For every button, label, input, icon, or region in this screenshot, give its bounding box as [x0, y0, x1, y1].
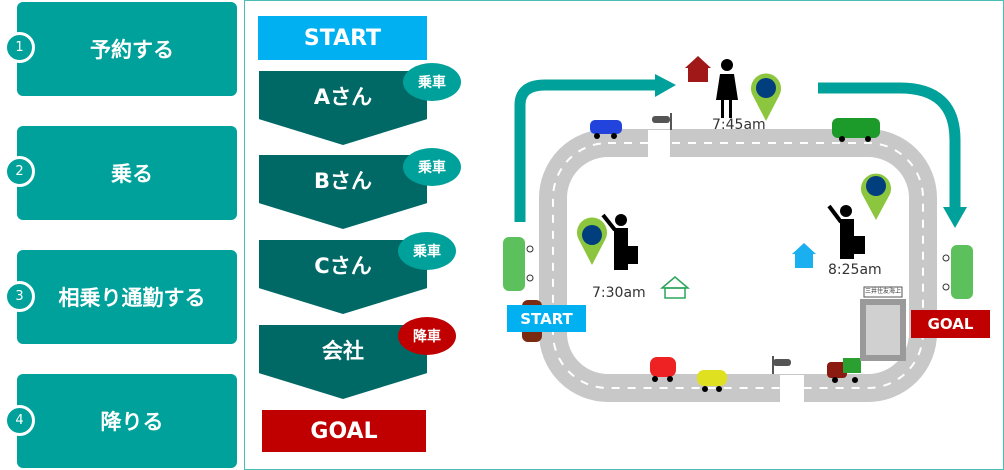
pickup-time: 8:25am	[828, 262, 882, 278]
road-lane-marks	[552, 142, 924, 389]
step-number: 1	[4, 32, 35, 63]
person-icon	[716, 59, 738, 118]
car-icon	[697, 370, 727, 392]
person-icon	[601, 213, 638, 270]
crosswalk	[780, 375, 804, 403]
step-label: 相乗り通勤する	[58, 286, 206, 310]
board-badge: 乗車	[403, 63, 461, 101]
route-arrow	[818, 82, 961, 210]
car-icon	[650, 357, 676, 382]
bus-stop-pin-icon	[861, 173, 892, 220]
step-number: 3	[4, 281, 35, 312]
person-icon	[827, 204, 865, 259]
map-goal-label: GOAL	[911, 310, 990, 338]
step-3: 相乗り通勤する	[17, 250, 237, 344]
arrow-head	[943, 207, 967, 228]
office-building-icon	[860, 286, 906, 361]
car-icon	[503, 237, 534, 291]
car-icon	[590, 120, 622, 139]
step-1: 予約する	[17, 2, 237, 96]
car-icon	[942, 245, 973, 299]
house-icon	[685, 56, 711, 82]
route-arrow	[514, 79, 660, 222]
crosswalk	[648, 130, 670, 157]
flow-start: START	[258, 16, 427, 60]
map-start-label: START	[507, 305, 586, 332]
building-sign: 三井住友海上	[864, 288, 901, 295]
step-number: 2	[4, 156, 35, 187]
arrow-head	[655, 74, 676, 97]
truck-icon	[827, 358, 861, 383]
pickup-time: 7:45am	[712, 117, 766, 133]
traffic-light-icon	[772, 356, 791, 374]
step-number: 4	[4, 405, 35, 436]
bus-stop-pin-icon	[751, 73, 781, 121]
traffic-light-icon	[652, 113, 672, 130]
step-2: 乗る	[17, 126, 237, 220]
alight-badge: 降車	[398, 317, 456, 355]
board-badge: 乗車	[403, 148, 461, 186]
bus-icon	[832, 118, 880, 142]
pickup-time: 7:30am	[592, 285, 646, 301]
step-label: 乗る	[111, 162, 153, 186]
step-4: 降りる	[17, 374, 237, 468]
bus-stop-pin-icon	[577, 217, 607, 265]
house-icon	[792, 243, 816, 268]
step-label: 降りる	[100, 410, 164, 434]
house-icon	[659, 276, 691, 299]
flow-goal: GOAL	[262, 410, 426, 452]
step-label: 予約する	[90, 38, 174, 62]
board-badge: 乗車	[398, 232, 456, 270]
